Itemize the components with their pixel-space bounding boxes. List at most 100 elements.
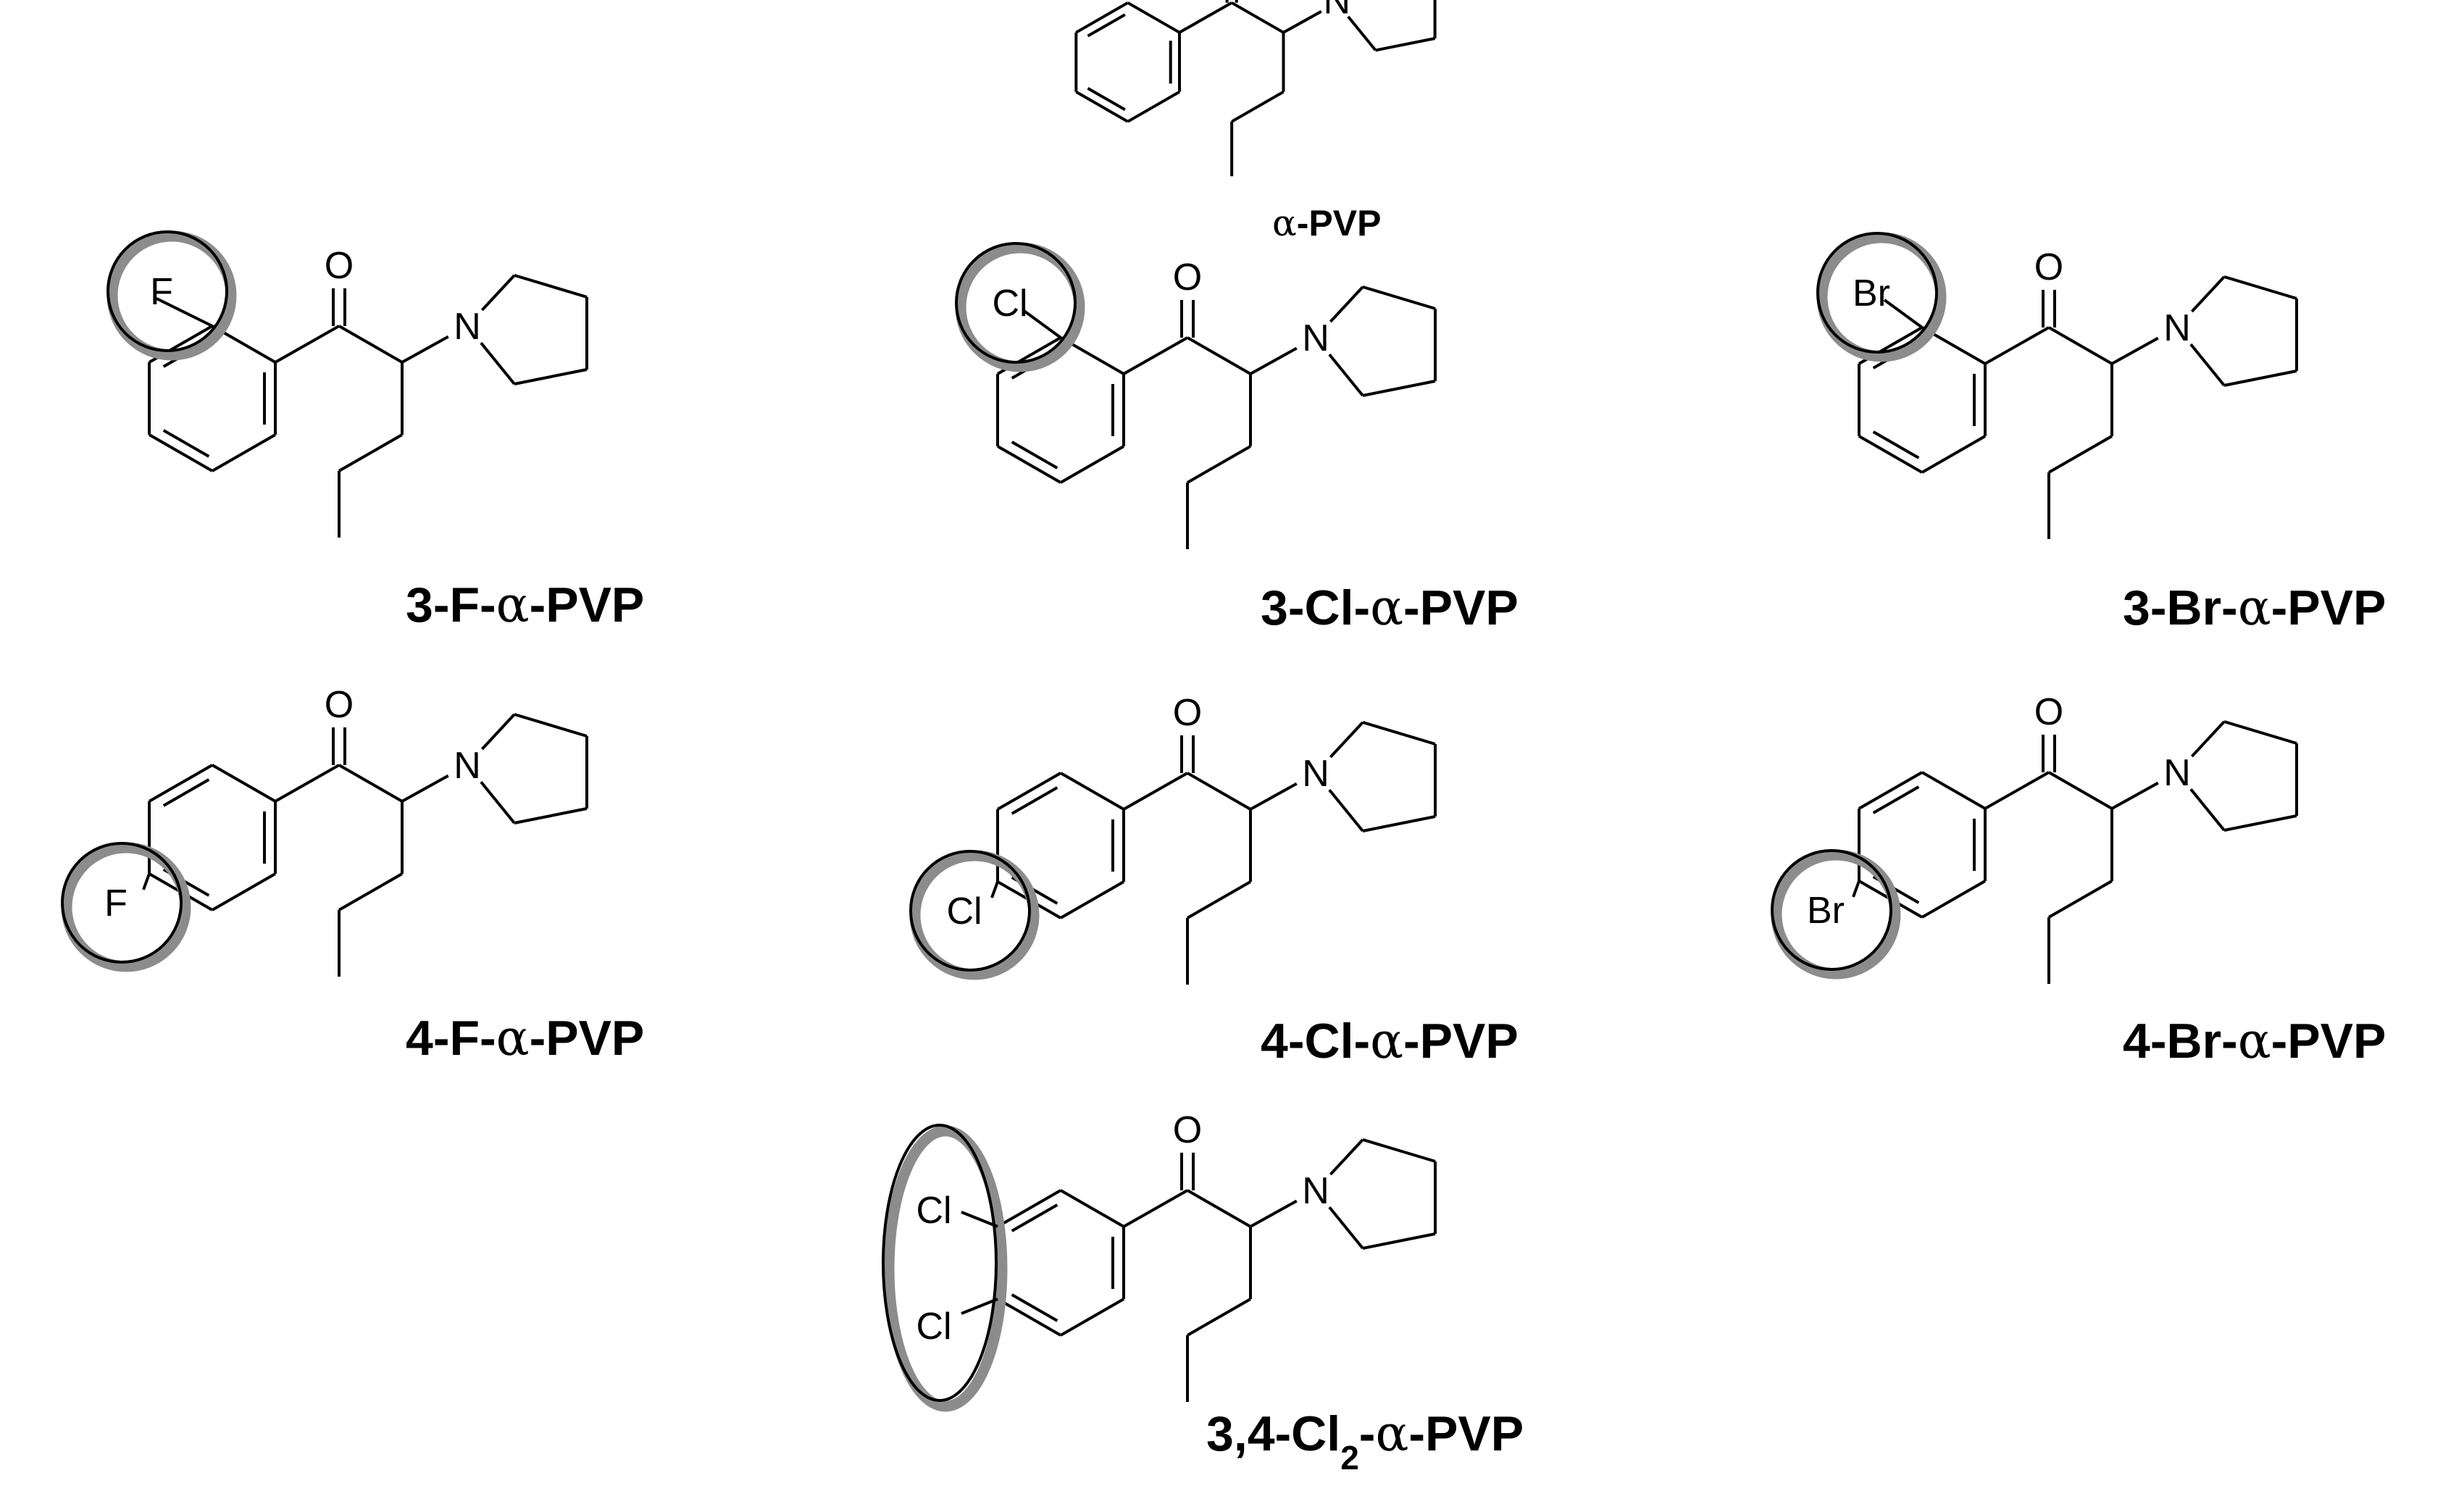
- nitrogen-atom-label: N: [454, 745, 481, 787]
- oxygen-atom-label: O: [2034, 246, 2063, 288]
- alpha-symbol: α: [1370, 580, 1403, 637]
- pyrrolidine-bond: [1347, 15, 1377, 51]
- nitrogen-atom-label: N: [2163, 307, 2191, 349]
- substituent-label-cl: Cl: [946, 890, 982, 932]
- pyrrolidine-bond: [1328, 789, 1364, 832]
- pyrrolidine-bond: [2190, 275, 2226, 313]
- ring-bond: [1921, 435, 1986, 474]
- substituent-highlight-ellipse: [882, 1124, 998, 1402]
- ring-double-bond: [1872, 430, 1920, 459]
- molecule-3-cl-a-pvp: O N Cl 3-Cl-α-PVP: [955, 242, 1519, 637]
- pyrrolidine-bond: [514, 807, 588, 824]
- compound-name-label: 3-F-α-PVP: [406, 577, 644, 634]
- highlight-shadow: [1771, 849, 1901, 980]
- label-part: -PVP: [1403, 1014, 1519, 1069]
- aryl-carbonyl-bond: [1123, 772, 1188, 811]
- highlight-shadow: [61, 842, 191, 972]
- alpha-symbol: α: [1375, 1406, 1408, 1463]
- compound-name-label: 4-Cl-α-PVP: [1261, 1013, 1519, 1070]
- label-part: -PVP: [2271, 580, 2386, 635]
- ring-bond: [1127, 1, 1180, 34]
- label-part: -PVP: [530, 577, 645, 632]
- ring-double-bond: [1872, 785, 1920, 814]
- ring-bond: [149, 764, 213, 803]
- chain-bond: [1187, 1298, 1251, 1337]
- oxygen-atom-label: O: [2034, 691, 2063, 733]
- compound-name-label: 3-Cl-α-PVP: [1261, 580, 1519, 637]
- ring-double-bond: [1011, 1203, 1058, 1232]
- substituent-highlight-circle: [955, 242, 1077, 364]
- ring-double-bond: [1011, 440, 1058, 469]
- ring-bond: [1858, 771, 1923, 810]
- pyrrolidine-bond: [2190, 720, 2226, 758]
- ring-bond: [1060, 772, 1124, 811]
- substituent-label-cl-4: Cl: [916, 1306, 951, 1348]
- pyrrolidine-bond: [1362, 285, 1436, 310]
- label-part: -: [1359, 1406, 1376, 1461]
- compound-name-label: 4-F-α-PVP: [406, 1010, 644, 1067]
- substituent-highlight-circle: [1816, 232, 1938, 354]
- ring-bond: [997, 1189, 1061, 1228]
- oxygen-atom-label: O: [1173, 692, 1202, 734]
- compound-name-label: 3,4-Cl2-α-PVP: [1206, 1406, 1524, 1477]
- highlight-shadow: [107, 230, 237, 361]
- nitrogen-atom-label: N: [1302, 1170, 1329, 1212]
- pyrrolidine-bond: [480, 342, 516, 385]
- molecule-a-pvp: ONα-PVP: [1074, 0, 1437, 244]
- pyrrolidine-bond: [1329, 1138, 1364, 1176]
- oxygen-atom-label: O: [1173, 256, 1202, 298]
- ring-bond: [149, 433, 213, 472]
- alpha-nitrogen-bond: [1250, 346, 1298, 375]
- pyrrolidine-bond: [1329, 285, 1364, 323]
- pyrrolidine-bond: [480, 781, 516, 824]
- substituent-bond: [1022, 309, 1062, 339]
- substituent-label-f: F: [150, 271, 173, 313]
- substituent-highlight-circle: [909, 850, 1031, 972]
- alpha-symbol: α: [1370, 1013, 1403, 1070]
- substituent-bond: [961, 1298, 998, 1315]
- substituent-bond: [961, 1211, 998, 1228]
- ring-bond: [1060, 1298, 1124, 1337]
- label-part: 3-F-: [406, 577, 496, 632]
- label-part: -PVP: [1408, 1406, 1524, 1461]
- label-part: 4-F-: [406, 1011, 496, 1066]
- pyrrolidine-bond: [1362, 721, 1436, 746]
- alpha-symbol: α: [496, 577, 530, 634]
- substituent-label-cl-3: Cl: [916, 1190, 951, 1232]
- ring-bond: [212, 433, 276, 472]
- pyrrolidine-bond: [1329, 721, 1364, 759]
- aryl-carbonyl-bond: [1179, 1, 1233, 34]
- nitrogen-atom-label: N: [1302, 317, 1329, 359]
- highlight-shadow: [883, 1125, 1008, 1412]
- alpha-nitrogen-bond: [401, 335, 449, 364]
- ring-bond: [997, 772, 1061, 811]
- chain-bond: [1187, 445, 1251, 484]
- alpha-symbol: α: [2238, 580, 2271, 637]
- chain-bond: [1231, 91, 1285, 123]
- alpha-carbon-bond: [1231, 1, 1285, 34]
- substituent-bond: [156, 297, 213, 327]
- substituent-label-cl: Cl: [992, 283, 1027, 325]
- alpha-carbon-bond: [1187, 1189, 1251, 1228]
- ring-bond: [1060, 880, 1124, 919]
- chain-bond: [2048, 880, 2113, 919]
- nitrogen-atom-label: N: [1324, 0, 1351, 22]
- ring-double-bond: [162, 429, 210, 458]
- ring-double-bond: [1011, 1293, 1058, 1322]
- ring-bond: [1075, 91, 1129, 123]
- label-part: -PVP: [2271, 1014, 2386, 1069]
- aryl-carbonyl-bond: [1123, 336, 1188, 375]
- aryl-carbonyl-bond: [1984, 771, 2050, 810]
- substituent-label-br: Br: [1853, 272, 1890, 314]
- substituent-highlight-circle: [61, 842, 183, 964]
- aryl-carbonyl-bond: [275, 764, 340, 803]
- nitrogen-atom-label: N: [454, 306, 481, 348]
- pyrrolidine-bond: [2223, 814, 2297, 832]
- nitrogen-atom-label: N: [2163, 752, 2191, 794]
- pyrrolidine-bond: [480, 713, 516, 751]
- aryl-carbonyl-bond: [1984, 326, 2050, 365]
